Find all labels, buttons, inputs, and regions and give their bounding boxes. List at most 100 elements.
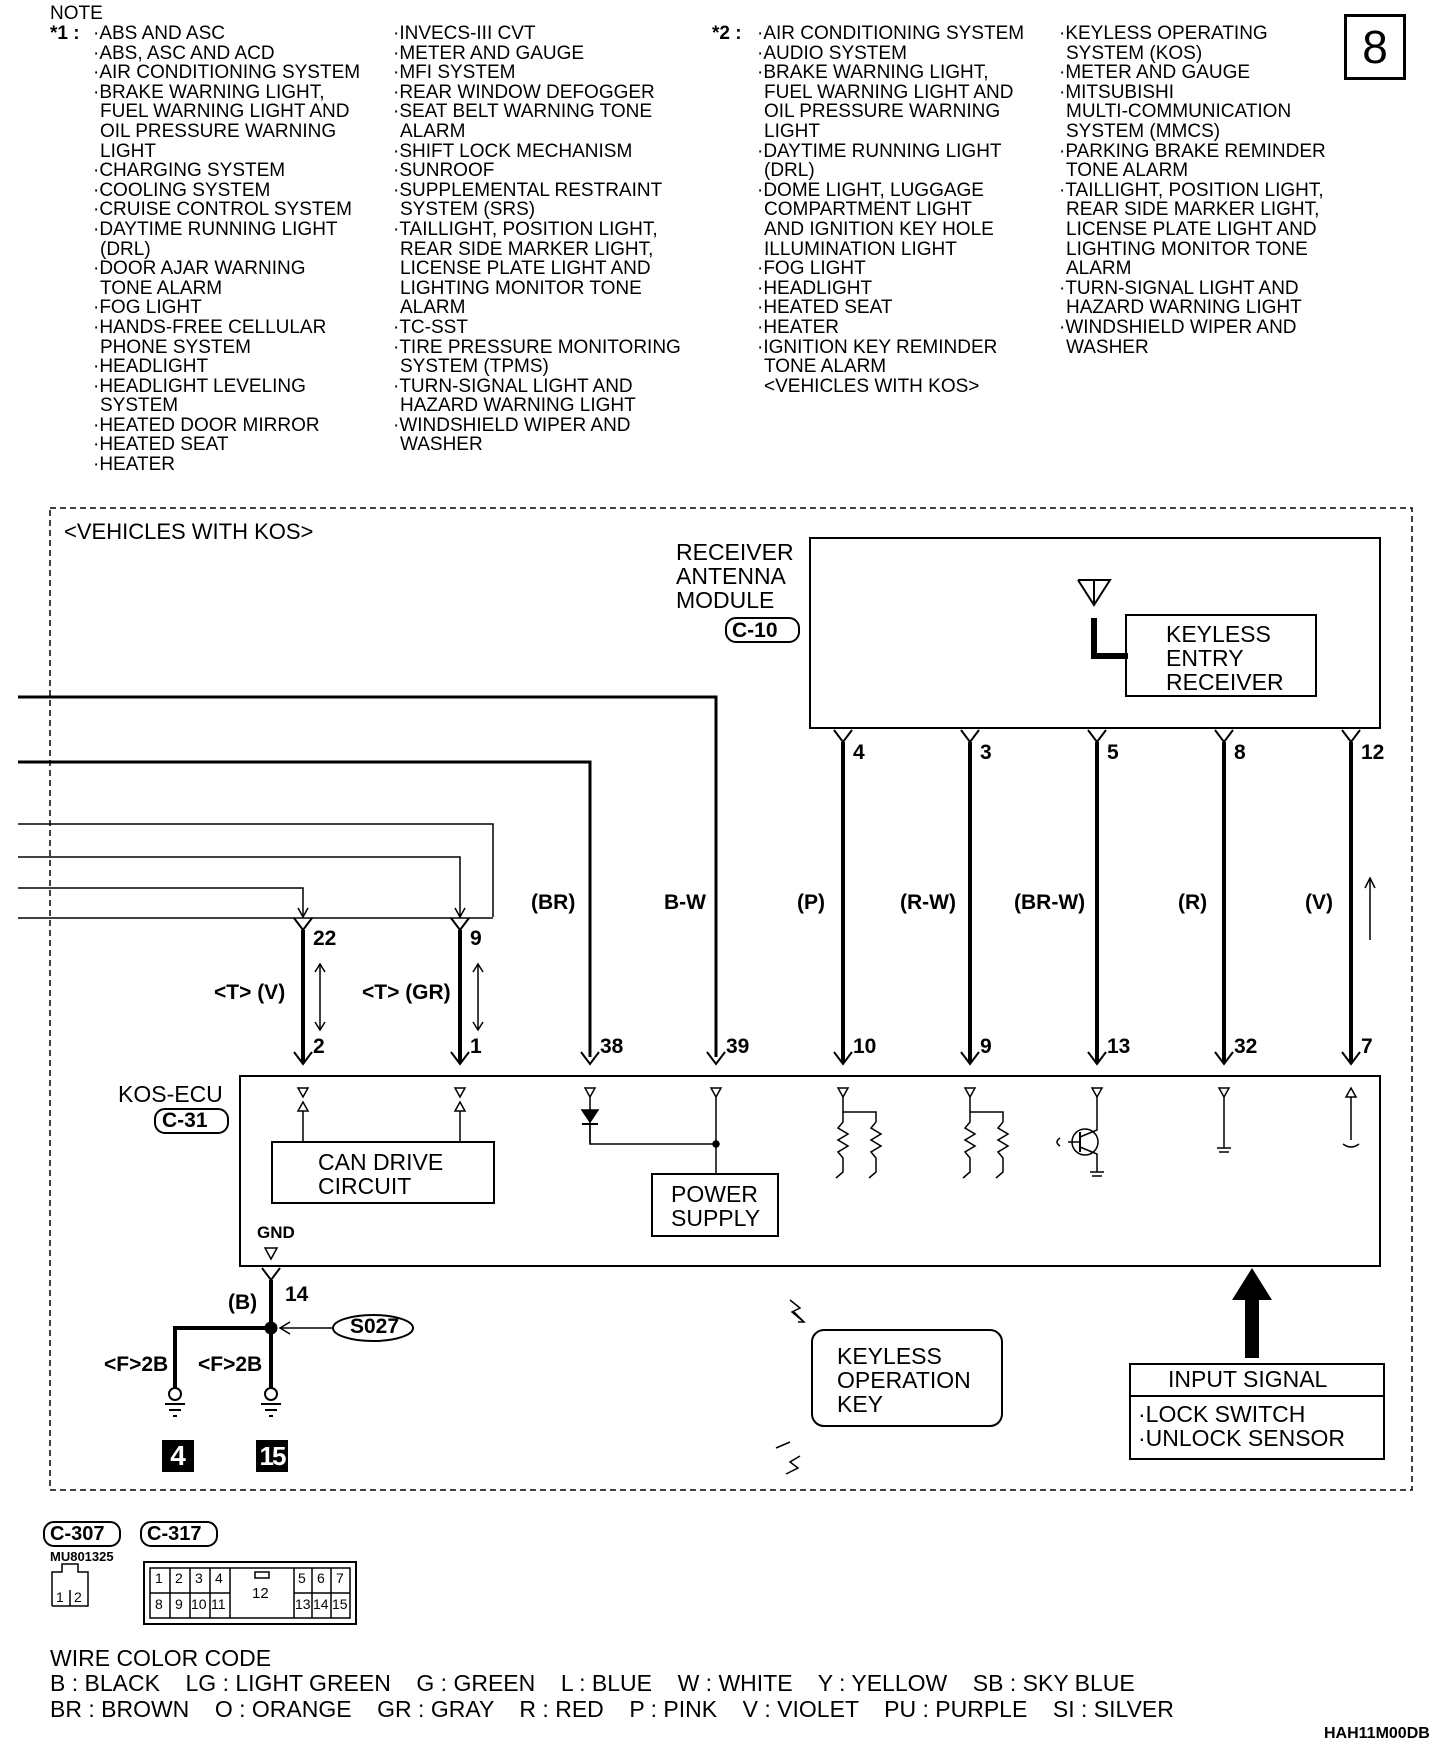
note-item: (DRL) <box>764 160 815 182</box>
note-item: REAR SIDE MARKER LIGHT, <box>400 238 654 260</box>
note-item: PHONE SYSTEM <box>100 336 251 358</box>
page-number-box: 8 <box>1344 14 1406 80</box>
connector-drawings <box>51 1561 357 1625</box>
note-item: ·CRUISE CONTROL SYSTEM <box>93 199 352 221</box>
keyless-key-box <box>811 1329 1003 1427</box>
incoming-wires <box>18 695 718 1057</box>
can-right-label: <T> (GR) <box>362 981 451 1004</box>
note-item: ·AIR CONDITIONING SYSTEM <box>93 62 361 84</box>
ground-ref-a: 4 <box>170 1440 186 1471</box>
note-item: LIGHTING MONITOR TONE <box>400 277 642 299</box>
note-item: FUEL WARNING LIGHT AND <box>764 81 1014 103</box>
note-item: SYSTEM <box>100 395 179 417</box>
connector-label-a: C-307 <box>50 1523 105 1545</box>
note-list-2: ·INVECS-III CVT·METER AND GAUGE·MFI SYST… <box>393 24 681 455</box>
wire-color-code-row2: BR : BROWN O : ORANGE GR : GRAY R : RED … <box>50 1696 1174 1722</box>
note-item: ·ABS AND ASC <box>93 23 225 44</box>
can-right-bottom-pin: 1 <box>470 1035 482 1058</box>
can-drive-box <box>271 1141 495 1204</box>
note-item: ·TC-SST <box>393 316 468 338</box>
note-item: ·DAYTIME RUNNING LIGHT <box>757 140 1002 162</box>
note-item: FUEL WARNING LIGHT AND <box>100 101 350 123</box>
star2-marker: *2 : <box>712 23 742 44</box>
input-signal-title: INPUT SIGNAL <box>1168 1366 1328 1392</box>
note-item: WASHER <box>1066 336 1149 358</box>
frame-title: <VEHICLES WITH KOS> <box>64 519 314 544</box>
note-item: ·SEAT BELT WARNING TONE <box>393 101 653 123</box>
wire-top-pin: 5 <box>1107 741 1119 764</box>
note-item: LICENSE PLATE LIGHT AND <box>400 258 651 280</box>
input-signal-box <box>1129 1363 1385 1460</box>
connector-pin: 1 <box>155 1570 163 1586</box>
wire-bottom-pin: 39 <box>726 1035 750 1058</box>
ground-pin: 14 <box>285 1283 309 1306</box>
note-item: ·HEATER <box>757 316 839 338</box>
ecu-internal <box>263 1086 1360 1261</box>
input-signal-items: ·LOCK SWITCH ·UNLOCK SENSOR <box>1138 1401 1346 1452</box>
keyless-entry-box <box>1125 614 1317 697</box>
connector-pin: 13 <box>295 1596 311 1612</box>
ground-wire-color: (B) <box>228 1291 258 1314</box>
connector-pin: 6 <box>317 1570 325 1586</box>
connector-pin: 2 <box>175 1570 183 1586</box>
note-item: ·IGNITION KEY REMINDER <box>757 336 998 358</box>
connector-pin: 5 <box>298 1570 306 1586</box>
note-item: LIGHTING MONITOR TONE <box>1066 238 1308 260</box>
note-item: ·PARKING BRAKE REMINDER <box>1059 140 1326 162</box>
wire-color-label: B-W <box>664 891 706 914</box>
note-item: TONE ALARM <box>1066 160 1189 182</box>
note-item: ILLUMINATION LIGHT <box>764 238 957 260</box>
can-wires <box>293 907 484 1066</box>
connector-pin: 11 <box>211 1596 226 1612</box>
note-item: ·REAR WINDOW DEFOGGER <box>393 81 655 103</box>
note-item: ·HEATED DOOR MIRROR <box>93 414 320 436</box>
input-signal-arrow <box>1232 1268 1272 1358</box>
ground-left-label: <F>2B <box>104 1353 169 1376</box>
power-supply-box <box>651 1173 779 1237</box>
note-item: ·TURN-SIGNAL LIGHT AND <box>1059 277 1299 299</box>
ground-ref-b: 15 <box>259 1441 287 1471</box>
note-item: ·METER AND GAUGE <box>1059 62 1251 84</box>
wire-bottom-pin: 9 <box>980 1035 992 1058</box>
note-item: ALARM <box>400 297 466 319</box>
note-item: LIGHT <box>764 120 820 142</box>
note-item: SYSTEM (TPMS) <box>400 356 549 378</box>
note-item: MULTI-COMMUNICATION <box>1066 101 1292 123</box>
receiver-module-box <box>809 537 1381 729</box>
keyless-entry-label: KEYLESS ENTRY RECEIVER <box>1166 621 1284 696</box>
receiver-module-label: RECEIVER ANTENNA MODULE <box>676 539 794 614</box>
note-item: ·MFI SYSTEM <box>393 62 516 84</box>
note-item: ·TURN-SIGNAL LIGHT AND <box>393 375 633 397</box>
can-right-top-pin: 9 <box>470 927 482 950</box>
wire-top-pin: 8 <box>1234 741 1246 764</box>
keyless-key-label: KEYLESS OPERATION KEY <box>837 1343 971 1418</box>
note-item: SYSTEM (SRS) <box>400 199 536 221</box>
note-item: ALARM <box>1066 258 1132 280</box>
note-item: ·DAYTIME RUNNING LIGHT <box>93 218 338 240</box>
note-item: ·FOG LIGHT <box>757 258 866 280</box>
note-item: ·AIR CONDITIONING SYSTEM <box>757 23 1025 44</box>
note-item: WASHER <box>400 434 483 456</box>
wire-color-code-row1: B : BLACK LG : LIGHT GREEN G : GREEN L :… <box>50 1670 1135 1696</box>
note-item: ·CHARGING SYSTEM <box>93 160 286 182</box>
note-item: COMPARTMENT LIGHT <box>764 199 972 221</box>
gnd-label: GND <box>257 1223 295 1242</box>
note-item: LICENSE PLATE LIGHT AND <box>1066 218 1317 240</box>
connector-pin: 3 <box>195 1570 203 1586</box>
note-item: HAZARD WARNING LIGHT <box>400 395 636 417</box>
connector-pin: 7 <box>336 1570 344 1586</box>
wire-bottom-pin: 38 <box>600 1035 624 1058</box>
wire-top-pin: 12 <box>1361 741 1385 764</box>
wire-top-pin: 3 <box>980 741 992 764</box>
note-item: ·HEADLIGHT <box>93 356 209 378</box>
small-pin: 2 <box>74 1589 82 1605</box>
wire-bottom-pin: 10 <box>853 1035 877 1058</box>
wire-color-label: (BR-W) <box>1014 891 1086 914</box>
antenna-icon <box>1077 579 1128 659</box>
page-number: 8 <box>1362 21 1388 73</box>
note-item: ·HEADLIGHT LEVELING <box>93 375 306 397</box>
ground-section <box>162 1267 414 1472</box>
ecu-box <box>239 1075 1381 1267</box>
connector-pin: 14 <box>313 1596 329 1612</box>
splice-label: S027 <box>350 1315 400 1338</box>
